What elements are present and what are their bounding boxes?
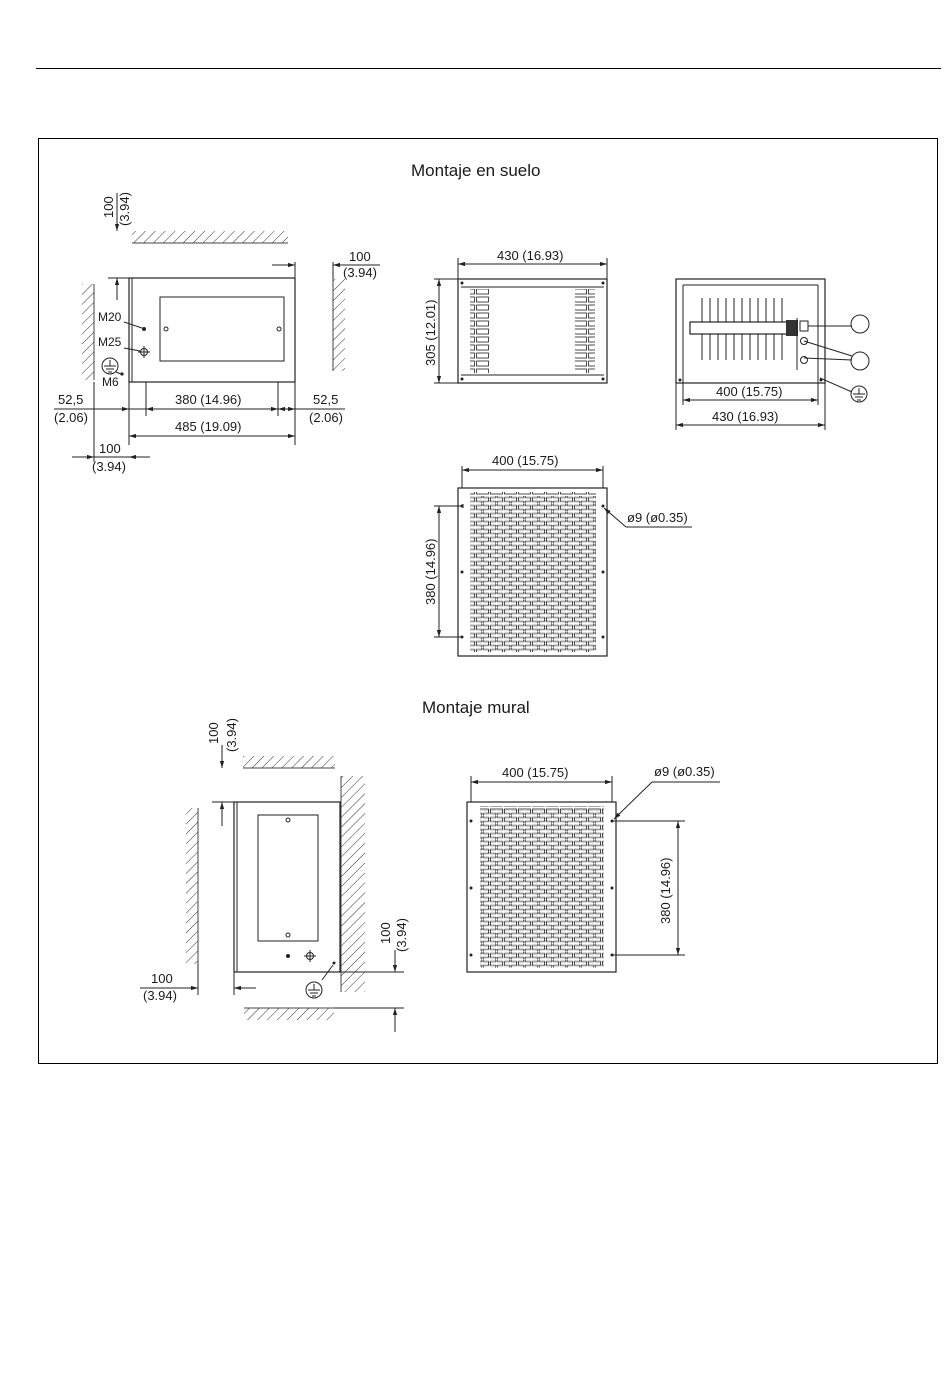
left-offset-in: (2.06) <box>54 410 88 425</box>
top-width: 400 (15.75) <box>492 453 559 468</box>
floor-top-view <box>434 466 692 656</box>
floor-right-clear-in: (3.94) <box>343 265 377 280</box>
floor-bottom-clear-in: (3.94) <box>92 459 126 474</box>
left-offset: 52,5 <box>58 392 83 407</box>
wall-top-clear-in: (3.94) <box>224 718 239 752</box>
internal-outer: 430 (16.93) <box>712 409 779 424</box>
floor-top-clear-in: (3.94) <box>117 192 132 226</box>
total-width: 485 (19.09) <box>175 419 242 434</box>
floor-right-clear: 100 <box>349 249 371 264</box>
wall-front-view <box>467 776 720 972</box>
front-width: 430 (16.93) <box>497 248 564 263</box>
wall-left-clear-in: (3.94) <box>143 988 177 1003</box>
m20-label: M20 <box>98 310 122 324</box>
inner-width: 380 (14.96) <box>175 392 242 407</box>
floor-front-view <box>434 258 607 383</box>
top-height: 380 (14.96) <box>423 539 438 606</box>
wall-front-height: 380 (14.96) <box>658 858 673 925</box>
wall-mount-title: Montaje mural <box>422 698 530 717</box>
floor-bottom-clear: 100 <box>99 441 121 456</box>
m25-label: M25 <box>98 335 122 349</box>
m6-label: M6 <box>102 375 119 389</box>
wall-side-view <box>140 745 404 1032</box>
floor-internal-view <box>676 279 869 430</box>
wall-left-clear: 100 <box>151 971 173 986</box>
internal-inner: 400 (15.75) <box>716 384 783 399</box>
wall-top-clear: 100 <box>206 722 221 744</box>
top-hole: ø9 (ø0.35) <box>627 510 688 525</box>
floor-mount-title: Montaje en suelo <box>411 161 540 180</box>
right-offset-in: (2.06) <box>309 410 343 425</box>
wall-front-width: 400 (15.75) <box>502 765 569 780</box>
floor-top-clear: 100 <box>101 196 116 218</box>
wall-front-hole: ø9 (ø0.35) <box>654 764 715 779</box>
wall-bottom-clear-in: (3.94) <box>394 918 409 952</box>
front-height: 305 (12.01) <box>423 300 438 367</box>
wall-bottom-clear: 100 <box>378 922 393 944</box>
right-offset: 52,5 <box>313 392 338 407</box>
